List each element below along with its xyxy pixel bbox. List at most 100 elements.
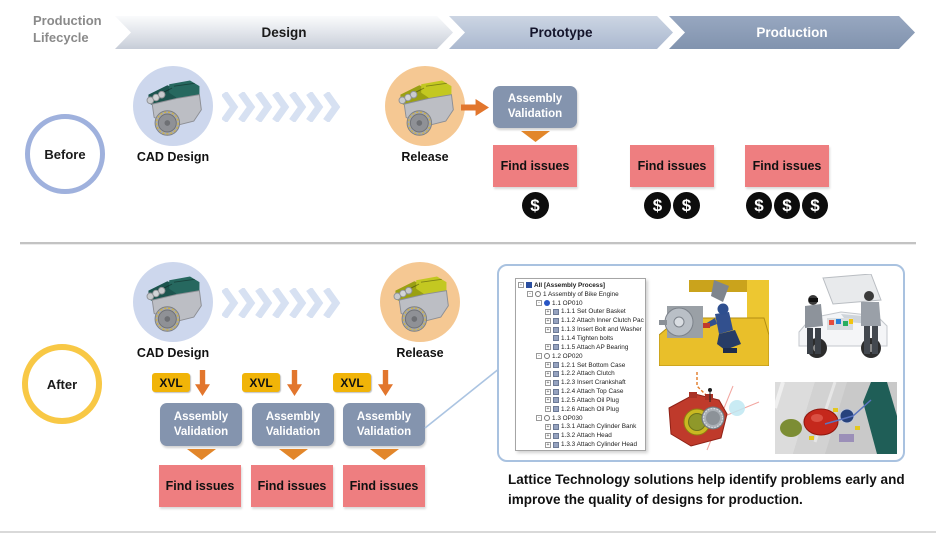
tree-expander-icon: + — [545, 388, 551, 395]
stage-prototype-label: Prototype — [529, 25, 593, 40]
tree-expander-icon: + — [545, 441, 551, 448]
tree-item-label: 1.1.3 Insert Bolt and Washer — [561, 326, 642, 334]
after-label: After — [46, 376, 78, 392]
tree-item-icon — [535, 291, 541, 298]
dollar-cost-icon: $ — [746, 192, 772, 219]
tree-item-icon — [544, 300, 550, 307]
tree-expander-icon: + — [545, 397, 551, 404]
tree-item-icon — [553, 423, 559, 430]
tree-item-label: 1 Assembly of Bike Engine — [543, 290, 619, 298]
tree-row: + 1.2.6 Attach Oil Plug — [517, 405, 644, 414]
xvl-badge-1: XVL — [152, 373, 190, 392]
triangle-down-icon — [370, 449, 399, 460]
tree-item-label: 1.3 OP030 — [552, 414, 583, 422]
tree-item-label: 1.1 OP010 — [552, 299, 583, 307]
release-label-before: Release — [401, 150, 449, 164]
dollar-cost-icon: $ — [521, 192, 549, 219]
tree-row: - All [Assembly Process] — [517, 281, 644, 290]
tree-item-icon — [553, 335, 559, 342]
tree-item-icon — [553, 397, 559, 404]
tree-item-label: 1.2.6 Attach Oil Plug — [561, 405, 619, 413]
tree-expander-icon: + — [545, 362, 551, 369]
solution-callout-panel: - All [Assembly Process] - 1 Assembly of… — [497, 264, 905, 462]
engine-bay-clearance-image — [775, 382, 897, 454]
assembly-validation-box-after-1: Assembly Validation — [160, 403, 242, 446]
tree-row: 1.1.4 Tighten bolts — [517, 334, 644, 343]
cad-design-node-after — [133, 262, 213, 342]
tree-item-icon — [553, 432, 559, 439]
release-node-after — [380, 262, 460, 342]
tree-expander-icon: + — [545, 370, 551, 377]
tree-row: + 1.1.2 Attach Inner Clutch Pack — [517, 316, 644, 325]
tree-row: + 1.2.2 Attach Clutch — [517, 369, 644, 378]
tree-row: - 1 Assembly of Bike Engine — [517, 290, 644, 299]
tree-row: + 1.2.5 Attach Oil Plug — [517, 396, 644, 405]
arrow-down-icon — [378, 370, 393, 396]
cad-design-label-after: CAD Design — [136, 346, 210, 360]
tree-row: + 1.1.5 Attach AP Bearing — [517, 343, 644, 352]
tree-item-icon — [553, 344, 559, 351]
tree-item-label: 1.1.1 Set Outer Basket — [561, 308, 626, 316]
tree-expander-icon: - — [518, 282, 524, 289]
tree-item-label: 1.1.2 Attach Inner Clutch Pack — [561, 317, 644, 325]
flow-chevrons-icon — [222, 92, 341, 122]
before-label: Before — [44, 146, 86, 162]
tree-item-icon — [553, 317, 559, 324]
release-node-before — [385, 66, 465, 146]
tree-item-icon — [526, 282, 532, 289]
dollar-cost-icon: $ — [673, 192, 700, 219]
solution-caption: Lattice Technology solutions help identi… — [508, 472, 905, 508]
engine-exploded-view-image — [661, 372, 763, 456]
find-issues-box-after-3: Find issues — [343, 465, 425, 507]
tree-row: + 1.2.3 Insert Crankshaft — [517, 378, 644, 387]
find-issues-box-after-1: Find issues — [159, 465, 241, 507]
dollar-cost-icon: $ — [774, 192, 800, 219]
tree-expander-icon: + — [545, 344, 551, 351]
tree-item-label: 1.3.2 Attach Head — [561, 432, 612, 440]
assembly-simulation-image — [659, 280, 769, 366]
triangle-down-icon — [279, 449, 308, 460]
tree-expander-icon: - — [536, 300, 542, 307]
lifecycle-label: Production Lifecycle — [33, 13, 102, 45]
find-issues-box-before-3: Find issues — [745, 145, 829, 187]
tree-row: + 1.2.4 Attach Top Case — [517, 387, 644, 396]
find-issues-box-before-1: Find issues — [493, 145, 577, 187]
cad-design-label-before: CAD Design — [136, 150, 210, 164]
engine-cad-icon — [146, 276, 202, 332]
tree-item-icon — [553, 379, 559, 386]
arrow-down-icon — [195, 370, 210, 396]
stage-design-chevron: Design — [115, 16, 453, 49]
cad-design-node-before — [133, 66, 213, 146]
xvl-badge-3: XVL — [333, 373, 371, 392]
tree-expander-icon: + — [545, 317, 551, 324]
find-issues-box-after-2: Find issues — [251, 465, 333, 507]
tree-expander-icon: + — [545, 308, 551, 315]
after-badge: After — [22, 344, 102, 424]
tree-item-label: 1.2 OP020 — [552, 352, 583, 360]
tree-item-icon — [553, 388, 559, 395]
tree-expander-icon: + — [545, 406, 551, 413]
assembly-process-tree: - All [Assembly Process] - 1 Assembly of… — [515, 278, 646, 451]
release-label-after: Release — [396, 346, 444, 360]
engine-release-icon — [393, 276, 449, 332]
tree-row: + 1.3.3 Attach Cylinder Head — [517, 440, 644, 449]
tree-item-icon — [544, 415, 550, 422]
stage-production-label: Production — [756, 25, 828, 40]
tree-item-icon — [553, 406, 559, 413]
tree-expander-icon: + — [545, 326, 551, 333]
flow-chevrons-icon — [222, 288, 341, 318]
triangle-down-icon — [187, 449, 216, 460]
section-divider — [20, 242, 916, 244]
tree-item-icon — [553, 326, 559, 333]
dollar-cost-icon: $ — [802, 192, 828, 219]
xvl-badge-2: XVL — [242, 373, 280, 392]
assembly-validation-box-after-2: Assembly Validation — [252, 403, 334, 446]
tree-item-label: All [Assembly Process] — [534, 281, 606, 289]
triangle-down-icon — [521, 131, 550, 142]
tree-item-label: 1.1.4 Tighten bolts — [561, 334, 614, 342]
stage-prototype-chevron: Prototype — [449, 16, 673, 49]
tree-item-label: 1.2.5 Attach Oil Plug — [561, 396, 619, 404]
cost-group-1: $ — [493, 192, 577, 219]
tree-expander-icon: - — [536, 353, 542, 360]
tree-item-icon — [553, 370, 559, 377]
